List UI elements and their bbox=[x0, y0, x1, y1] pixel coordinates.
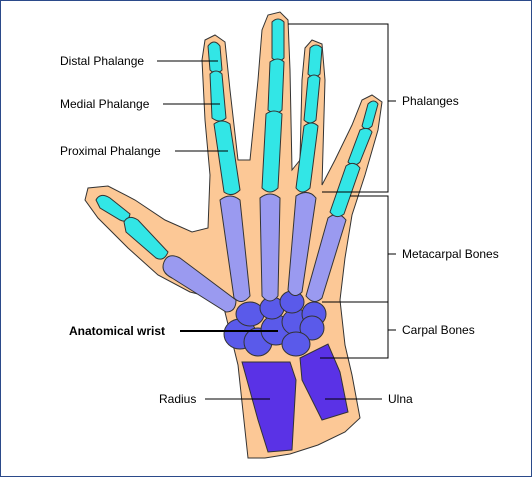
ulna-bone bbox=[299, 343, 349, 421]
ring-finger-phalanges-group bbox=[295, 44, 323, 193]
label-phalanges: Phalanges bbox=[402, 94, 459, 108]
label-metacarpal-bones: Metacarpal Bones bbox=[402, 247, 499, 261]
label-ulna: Ulna bbox=[388, 392, 413, 406]
label-anatomical-wrist: Anatomical wrist bbox=[69, 324, 165, 338]
middle-finger-phalanges-group bbox=[261, 18, 285, 193]
label-carpal-bones: Carpal Bones bbox=[402, 323, 475, 337]
radius-bone bbox=[241, 361, 297, 453]
metacarpal-bones-group bbox=[162, 192, 347, 313]
label-radius: Radius bbox=[159, 392, 196, 406]
little-finger-phalanges-group bbox=[329, 100, 379, 218]
carpal-bones-group bbox=[223, 290, 327, 357]
index-finger-phalanges-group bbox=[207, 41, 241, 196]
right-brackets bbox=[288, 23, 396, 400]
label-distal-phalange: Distal Phalange bbox=[60, 54, 144, 68]
label-proximal-phalange: Proximal Phalange bbox=[60, 144, 161, 158]
label-medial-phalange: Medial Phalange bbox=[60, 97, 150, 111]
thumb-phalanges-group bbox=[95, 194, 169, 260]
